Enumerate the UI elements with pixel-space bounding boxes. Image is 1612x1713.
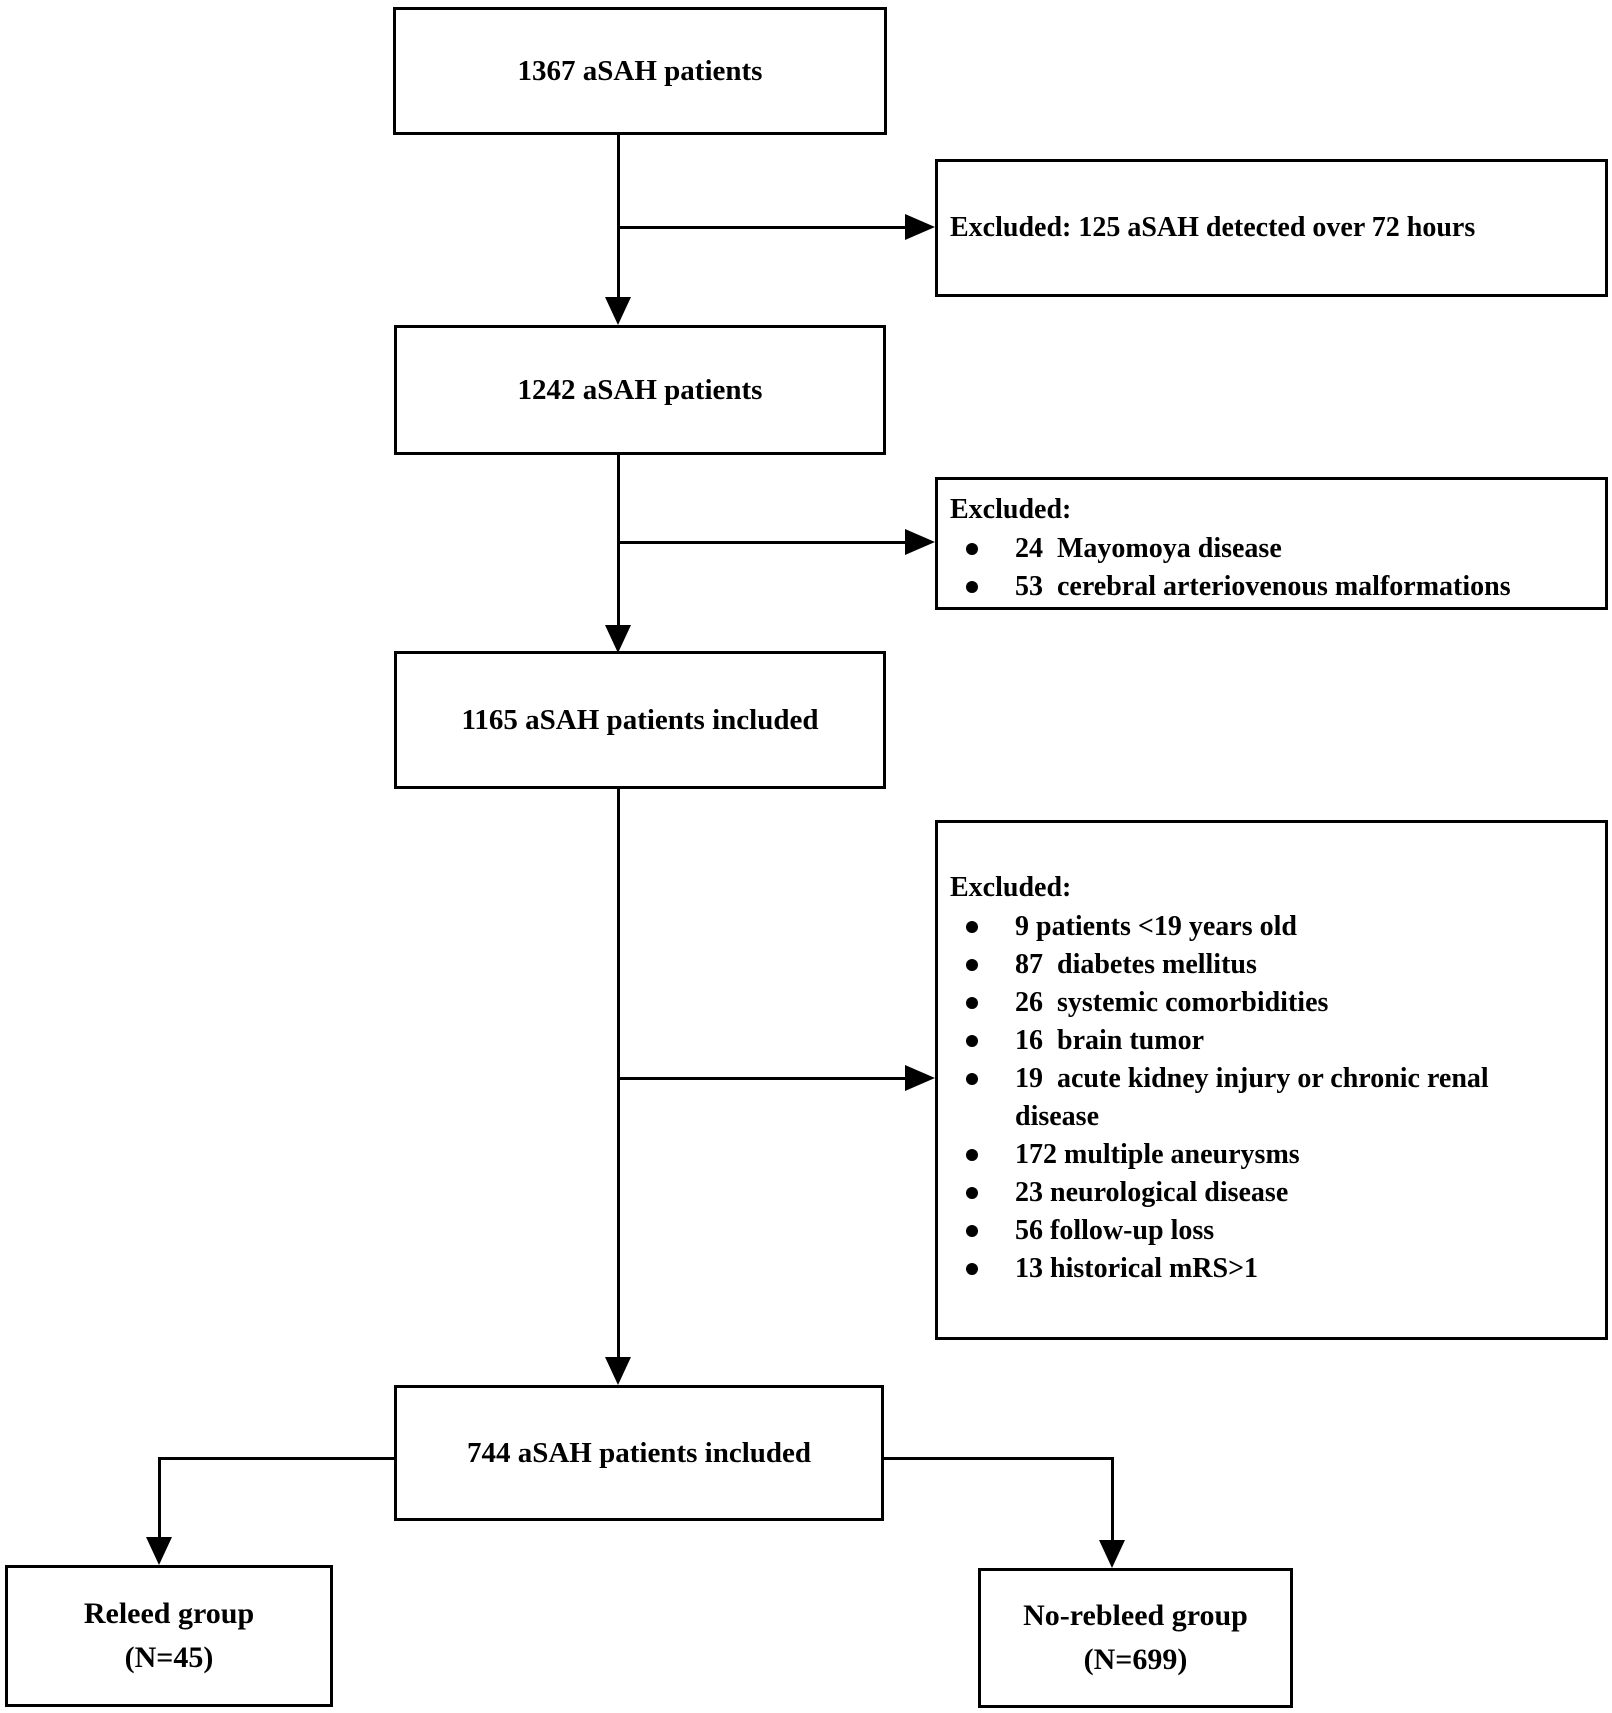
arrowhead-down-icon: [605, 297, 631, 325]
arrowhead-right-icon: [905, 214, 935, 240]
excluded-box-step3: Excluded: 9 patients <19 years old 87 di…: [935, 820, 1608, 1340]
group-label: No-rebleed group (N=699): [981, 1571, 1290, 1705]
group-n: (N=45): [124, 1641, 214, 1674]
rebleed-group-box: Releed group (N=45): [5, 1565, 333, 1707]
flow-box-744-asah-patients-included: 744 aSAH patients included: [394, 1385, 884, 1521]
connector-line: [617, 541, 905, 544]
excluded-item: 16 brain tumor: [950, 1022, 1595, 1060]
arrowhead-down-icon: [605, 625, 631, 653]
excluded-list: 24 Mayomoya disease 53 cerebral arteriov…: [950, 530, 1595, 606]
no-rebleed-group-box: No-rebleed group (N=699): [978, 1568, 1293, 1708]
connector-line: [158, 1457, 161, 1537]
group-name: Releed group: [83, 1597, 255, 1630]
arrowhead-right-icon: [905, 1065, 935, 1091]
excluded-item: 24 Mayomoya disease: [950, 530, 1595, 568]
arrowhead-down-icon: [146, 1537, 172, 1565]
excluded-item: 13 historical mRS>1: [950, 1250, 1595, 1288]
connector-line: [884, 1457, 1114, 1460]
excluded-item: 53 cerebral arteriovenous malformations: [950, 568, 1595, 606]
flow-box-1242-asah-patients: 1242 aSAH patients: [394, 325, 886, 455]
connector-line: [617, 455, 620, 625]
flow-box-1367-asah-patients: 1367 aSAH patients: [393, 7, 887, 135]
connector-line: [617, 226, 905, 229]
group-name: No-rebleed group: [1023, 1599, 1248, 1632]
excluded-item: 9 patients <19 years old: [950, 908, 1595, 946]
group-n: (N=699): [1083, 1643, 1188, 1676]
connector-line: [617, 789, 620, 1357]
excluded-item: 87 diabetes mellitus: [950, 946, 1595, 984]
excluded-box-step2: Excluded: 24 Mayomoya disease 53 cerebra…: [935, 477, 1608, 610]
excluded-item: 23 neurological disease: [950, 1174, 1595, 1212]
excluded-heading: Excluded:: [950, 872, 1072, 903]
flow-box-label: 1367 aSAH patients: [517, 55, 763, 87]
connector-line: [617, 135, 620, 297]
excluded-item: 26 systemic comorbidities: [950, 984, 1595, 1022]
excluded-text: Excluded: 125 aSAH detected over 72 hour…: [950, 212, 1476, 243]
flow-box-label: 744 aSAH patients included: [466, 1437, 812, 1469]
flow-box-label: 1165 aSAH patients included: [461, 704, 819, 736]
connector-line: [1111, 1457, 1114, 1540]
excluded-list: 9 patients <19 years old 87 diabetes mel…: [950, 908, 1595, 1288]
excluded-item: 56 follow-up loss: [950, 1212, 1595, 1250]
arrowhead-down-icon: [1099, 1540, 1125, 1568]
connector-line: [158, 1457, 394, 1460]
connector-line: [617, 1077, 905, 1080]
arrowhead-right-icon: [905, 529, 935, 555]
excluded-item: 19 acute kidney injury or chronic renal …: [950, 1060, 1595, 1136]
excluded-box-step1: Excluded: 125 aSAH detected over 72 hour…: [935, 159, 1608, 297]
arrowhead-down-icon: [605, 1357, 631, 1385]
group-label: Releed group (N=45): [8, 1568, 330, 1704]
flow-box-label: 1242 aSAH patients: [517, 374, 763, 406]
excluded-item: 172 multiple aneurysms: [950, 1136, 1595, 1174]
flow-box-1165-asah-patients-included: 1165 aSAH patients included: [394, 651, 886, 789]
excluded-heading: Excluded:: [950, 494, 1072, 525]
